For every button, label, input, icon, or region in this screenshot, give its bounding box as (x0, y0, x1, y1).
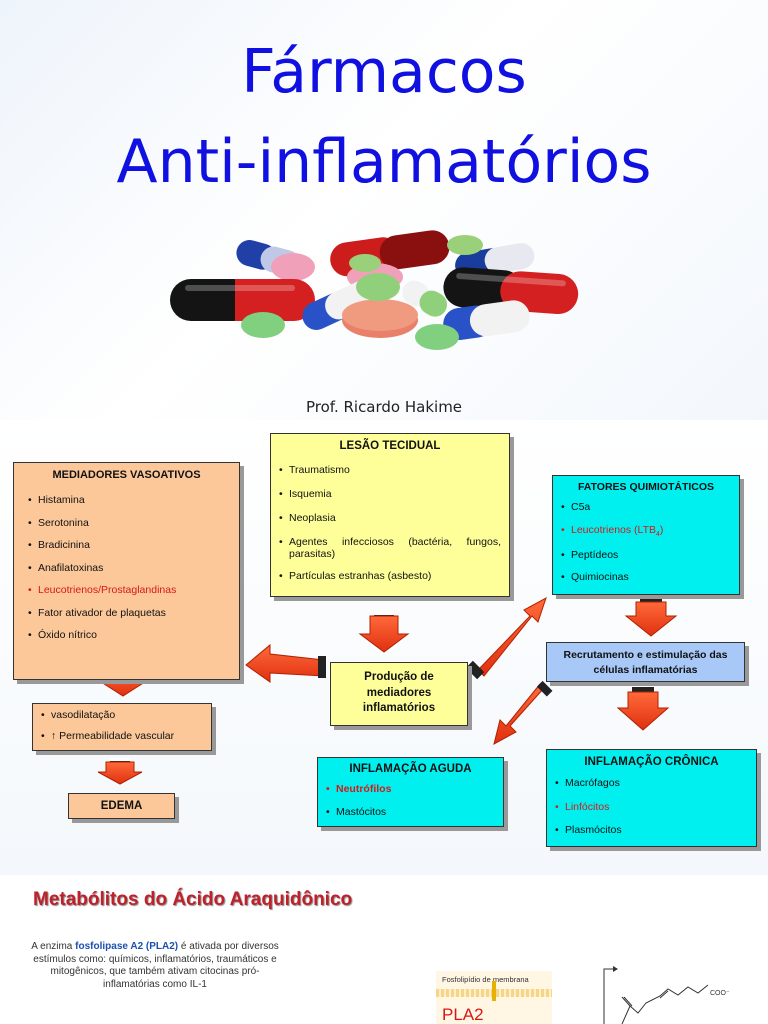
arrow-producao-to-fatores (465, 596, 547, 680)
vasodilatacao-box: vasodilatação ↑ Permeabilidade vascular (32, 703, 212, 751)
list-item: Partículas estranhas (asbesto) (279, 570, 501, 582)
list-item: vasodilatação (41, 710, 203, 721)
inflamacao-aguda-box: INFLAMAÇÃO AGUDA Neutrófilos Mastócitos (317, 757, 504, 827)
lesao-tecidual-box: LESÃO TECIDUAL Traumatismo Isquemia Neop… (270, 433, 510, 597)
fatores-quimiotaticos-box: FATORES QUIMIOTÁTICOS C5a Leucotrienos (… (552, 475, 740, 595)
list-item: Linfócitos (555, 801, 748, 813)
list-item: Anafilatoxinas (28, 562, 225, 574)
slide3-title: Metabólitos do Ácido Araquidônico (33, 889, 353, 910)
arrow-producao-to-mediadores (245, 643, 326, 683)
list-item: Leucotrienos/Prostaglandinas (28, 585, 225, 596)
slide-title-line1: Fármacos (241, 37, 527, 107)
list-item: Bradicinina (28, 540, 225, 551)
membrane-marker (492, 981, 496, 1001)
list-item: Fator ativador de plaquetas (28, 607, 225, 619)
list-item: Isquemia (279, 488, 501, 500)
list-item: Agentes infecciosos (bactéria, fungos, p… (279, 536, 501, 560)
coo-label: COO⁻ (710, 990, 730, 997)
inflamacao-cronica-box: INFLAMAÇÃO CRÔNICA Macrófagos Linfócitos… (546, 749, 757, 847)
list-item: Neutrófilos (326, 784, 495, 795)
arrow-recrutamento-to-aguda (493, 680, 553, 745)
list-item: Neoplasia (279, 512, 501, 524)
title-slide: Fármacos Anti-inflamatórios (0, 0, 768, 420)
list-item: Mastócitos (326, 806, 495, 818)
list-item: Traumatismo (279, 464, 501, 476)
membrane-label: Fosfolipídio de membrana (442, 975, 529, 984)
author-name: Prof. Ricardo Hakime (305, 398, 463, 416)
list-item: Leucotrienos (LTB4) (561, 524, 731, 537)
list-item: Histamina (28, 495, 225, 506)
edema-box: EDEMA (68, 793, 175, 819)
list-item: Óxido nítrico (28, 630, 225, 641)
arachidonic-structure (603, 966, 709, 1024)
mediadores-vasoativos-box: MEDIADORES VASOATIVOS Histamina Serotoni… (13, 462, 240, 680)
list-item: Peptídeos (561, 550, 731, 561)
membrane-figure: Fosfolipídio de membrana PLA2 (436, 971, 552, 1024)
slide-title-line2: Anti-inflamatórios (116, 127, 652, 197)
lesao-title: LESÃO TECIDUAL (339, 440, 441, 452)
recrutamento-box: Recrutamento e estimulação das células i… (546, 642, 745, 682)
pills-image (170, 230, 579, 350)
metabolitos-slide: Metabólitos do Ácido Araquidônico A enzi… (0, 875, 768, 1024)
list-item: ↑ Permeabilidade vascular (41, 730, 203, 742)
list-item: Serotonina (28, 517, 225, 529)
list-item: Quimiocinas (561, 572, 731, 583)
arrow-recrutamento-to-cronica (616, 684, 670, 731)
cronica-title: INFLAMAÇÃO CRÔNICA (584, 756, 719, 768)
pla2-label: PLA2 (442, 1005, 484, 1024)
arrow-lesao-to-producao (358, 612, 410, 653)
inflammation-diagram-slide: LESÃO TECIDUAL Traumatismo Isquemia Neop… (0, 420, 768, 875)
mediadores-title: MEDIADORES VASOATIVOS (52, 469, 201, 481)
aguda-title: INFLAMAÇÃO AGUDA (349, 763, 472, 775)
producao-mediadores-box: Produção de mediadores inflamatórios (330, 662, 468, 726)
fatores-title: FATORES QUIMIOTÁTICOS (577, 481, 715, 493)
list-item: C5a (561, 502, 731, 513)
slide3-body-text: A enzima fosfolipase A2 (PLA2) é ativada… (31, 941, 279, 990)
arrow-vaso-to-edema (97, 758, 143, 785)
arrow-fatores-to-recrutamento (624, 595, 678, 637)
list-item: Macrófagos (555, 778, 748, 789)
list-item: Plasmócitos (555, 825, 748, 836)
